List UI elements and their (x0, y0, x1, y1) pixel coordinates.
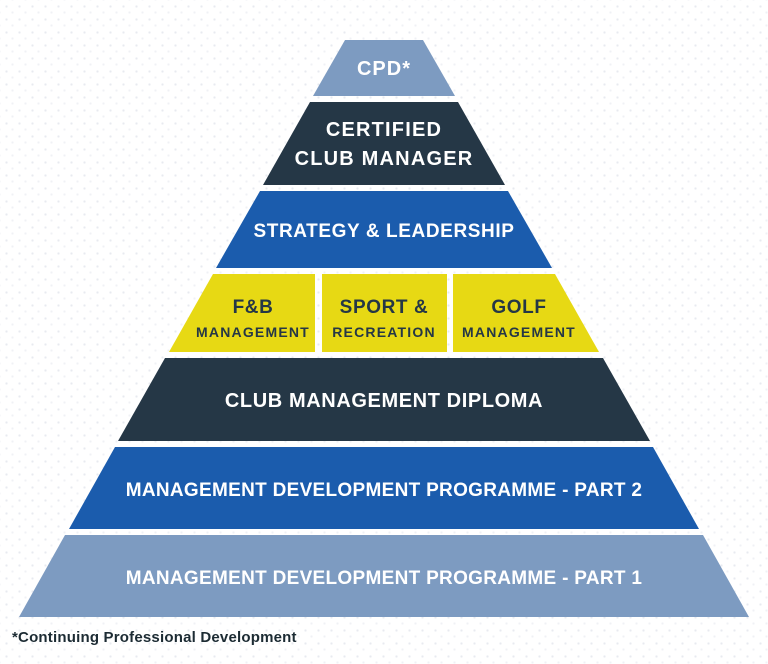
cpd-shape (313, 40, 455, 96)
golf-management-label-line1: GOLF (491, 297, 546, 318)
club-management-diploma-shape (118, 358, 650, 441)
certified-club-manager-shape (263, 102, 505, 185)
footnote: *Continuing Professional Development (12, 629, 297, 646)
sport-recreation-label-line2: RECREATION (332, 324, 436, 340)
sport-recreation-shape (322, 274, 447, 352)
pyramid-level-strategy-leadership: STRATEGY & LEADERSHIP (216, 191, 552, 268)
fb-management-label-line2: MANAGEMENT (196, 324, 310, 340)
golf-management-label-line2: MANAGEMENT (462, 324, 576, 340)
pyramid-level-club-management-diploma: CLUB MANAGEMENT DIPLOMA (118, 358, 650, 441)
mdp-part-1-label: MANAGEMENT DEVELOPMENT PROGRAMME - PART … (126, 568, 643, 589)
pyramid-level-certified-club-manager: CERTIFIED CLUB MANAGER (263, 102, 505, 185)
certified-club-manager-label-line2: CLUB MANAGER (295, 148, 474, 170)
mdp-part-2-label: MANAGEMENT DEVELOPMENT PROGRAMME - PART … (126, 480, 643, 501)
fb-management-label-line1: F&B (233, 297, 274, 318)
golf-management-shape (453, 274, 599, 352)
cpd-label: CPD* (357, 58, 411, 80)
strategy-leadership-label: STRATEGY & LEADERSHIP (253, 221, 514, 242)
pyramid-level-cpd: CPD* (313, 40, 455, 96)
club-management-diploma-label: CLUB MANAGEMENT DIPLOMA (225, 390, 543, 412)
pyramid-level-mdp-part-1: MANAGEMENT DEVELOPMENT PROGRAMME - PART … (19, 535, 749, 617)
pyramid-level-mdp-part-2: MANAGEMENT DEVELOPMENT PROGRAMME - PART … (69, 447, 699, 529)
pyramid-level-specialist-diplomas: F&B MANAGEMENT SPORT & RECREATION GOLF M… (169, 274, 599, 352)
strategy-leadership-shape (216, 191, 552, 268)
fb-management-shape (169, 274, 315, 352)
mdp-part-1-shape (19, 535, 749, 617)
certified-club-manager-label-line1: CERTIFIED (326, 119, 442, 141)
mdp-part-2-shape (69, 447, 699, 529)
sport-recreation-label-line1: SPORT & (340, 297, 429, 318)
